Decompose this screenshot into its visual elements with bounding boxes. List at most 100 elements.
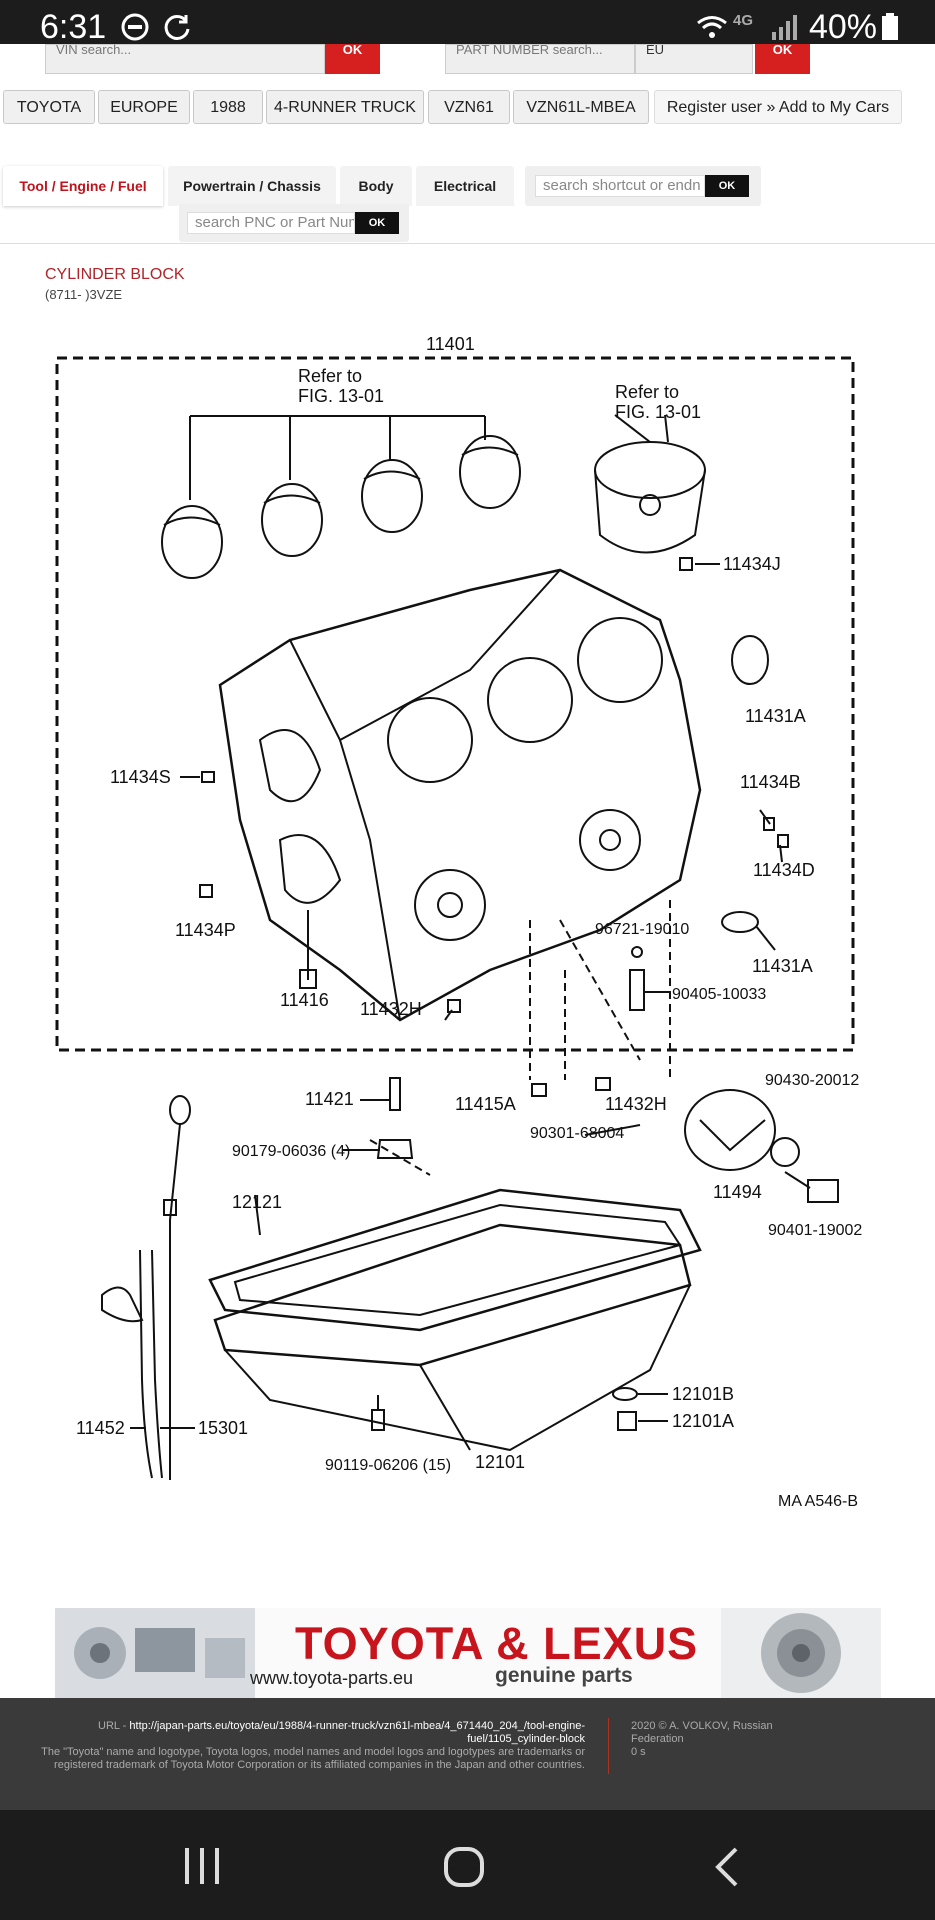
bearing-shell-4 (459, 435, 521, 509)
recent-apps-icon[interactable] (182, 1848, 222, 1884)
part-label-90430[interactable]: 90430-20012 (765, 1072, 859, 1089)
category-tabs: Tool / Engine / Fuel Powertrain / Chassi… (0, 160, 935, 244)
breadcrumb-year[interactable]: 1988 (193, 90, 263, 124)
breadcrumb-model[interactable]: 4-RUNNER TRUCK (266, 90, 424, 124)
page-title: CYLINDER BLOCK (45, 266, 185, 283)
piston (594, 414, 706, 554)
vin-search-input[interactable]: VIN search... (45, 44, 325, 74)
part-label-11434s[interactable]: 11434S (110, 767, 171, 787)
part-label-12121[interactable]: 12121 (232, 1192, 282, 1212)
plug-11431a-upper (731, 635, 769, 685)
refer-label-left: Refer to (298, 366, 362, 386)
banner-url: www.toyota-parts.eu (250, 1668, 414, 1688)
pnc-search-box: search PNC or Part Num OK (179, 204, 409, 242)
footer-left: URL - http://japan-parts.eu/toyota/eu/19… (30, 1720, 585, 1772)
part-label-12101[interactable]: 12101 (475, 1452, 525, 1472)
part-number-search-input[interactable]: PART NUMBER search... (445, 44, 635, 74)
part-label-11432h-upper[interactable]: 11432H (360, 999, 422, 1019)
part-label-96721[interactable]: 96721-19010 (595, 921, 689, 938)
shortcut-search-ok-button[interactable]: OK (705, 175, 749, 197)
plug-11434s (201, 771, 215, 783)
footer-url-prefix: URL - (98, 1720, 130, 1732)
tab-body[interactable]: Body (340, 166, 412, 206)
stud-11421 (389, 1077, 401, 1111)
banner-tagline: genuine parts (495, 1664, 633, 1687)
plug-11434p (199, 884, 213, 898)
breadcrumb: TOYOTA EUROPE 1988 4-RUNNER TRUCK VZN61 … (0, 88, 935, 128)
navigation-bar (0, 1810, 935, 1920)
footer: URL - http://japan-parts.eu/toyota/eu/19… (0, 1698, 935, 1810)
bolt-90119 (371, 1395, 385, 1431)
back-icon[interactable] (712, 1846, 740, 1888)
part-label-11421[interactable]: 11421 (305, 1089, 354, 1109)
bearing-shell-2 (261, 483, 323, 557)
shortcut-search-input[interactable]: search shortcut or endn (535, 175, 705, 197)
pnc-search-input[interactable]: search PNC or Part Num (187, 212, 355, 234)
network-type: 4G (733, 12, 754, 29)
tab-powertrain-chassis[interactable]: Powertrain / Chassis (168, 166, 336, 206)
breadcrumb-make[interactable]: TOYOTA (3, 90, 95, 124)
part-label-12101b[interactable]: 12101B (672, 1384, 734, 1404)
shortcut-search-box: search shortcut or endn OK (525, 166, 761, 206)
part-label-90405[interactable]: 90405-10033 (672, 986, 766, 1003)
fan-clutch-image (721, 1608, 881, 1698)
home-icon[interactable] (443, 1846, 485, 1888)
breadcrumb-variant[interactable]: VZN61L-MBEA (513, 90, 649, 124)
part-number-ok-button[interactable]: OK (755, 44, 810, 74)
part-label-90119[interactable]: 90119-06206 (15) (325, 1457, 451, 1474)
footer-copyright: 2020 © A. VOLKOV, Russian Federation (631, 1720, 773, 1745)
part-label-11416[interactable]: 11416 (280, 990, 329, 1010)
refer-fig-right[interactable]: FIG. 13-01 (615, 402, 701, 422)
bearing-shell-1 (161, 505, 223, 579)
part-label-11434d[interactable]: 11434D (753, 860, 815, 880)
signal-icon (772, 15, 797, 40)
footer-url-link[interactable]: http://japan-parts.eu/toyota/eu/1988/4-r… (129, 1720, 585, 1745)
battery-percent: 40% (808, 8, 877, 46)
part-label-90401[interactable]: 90401-19002 (768, 1222, 862, 1239)
part-label-12101a[interactable]: 12101A (672, 1411, 734, 1431)
tab-electrical[interactable]: Electrical (416, 166, 514, 206)
part-label-11432h-lower[interactable]: 11432H (605, 1094, 667, 1114)
footer-separator (608, 1718, 609, 1774)
part-label-11431a-upper[interactable]: 11431A (745, 706, 806, 726)
plug-11434b (763, 817, 775, 831)
toyota-lexus-banner[interactable]: TOYOTA & LEXUS www.toyota-parts.eu genui… (55, 1608, 881, 1698)
register-add-car-link[interactable]: Register user » Add to My Cars (654, 90, 902, 124)
banner-title: TOYOTA & LEXUS (295, 1618, 699, 1669)
part-label-11434j[interactable]: 11434J (723, 554, 781, 574)
region-select[interactable]: EU (635, 44, 753, 74)
refer-label-right: Refer to (615, 382, 679, 402)
part-label-90301[interactable]: 90301-68004 (530, 1125, 624, 1142)
part-label-90179[interactable]: 90179-06036 (4) (232, 1143, 350, 1160)
plug-11432h-upper (447, 999, 461, 1013)
dipstick-guide-11452 (101, 1249, 163, 1479)
assembly-boundary (55, 356, 855, 1052)
plug-11415a (531, 1083, 547, 1097)
part-label-11452[interactable]: 11452 (76, 1418, 125, 1438)
clock: 6:31 (40, 8, 107, 46)
part-label-11431a-lower[interactable]: 11431A (752, 956, 813, 976)
part-label-11415a[interactable]: 11415A (455, 1094, 516, 1114)
tabs-divider (0, 243, 935, 244)
tab-tool-engine-fuel[interactable]: Tool / Engine / Fuel (3, 166, 163, 206)
wifi-icon (697, 16, 727, 38)
plug-12101a (617, 1411, 637, 1431)
battery-icon (882, 13, 898, 40)
footer-trademark: The "Toyota" name and logotype, Toyota l… (41, 1746, 585, 1771)
part-label-11434b[interactable]: 11434B (740, 772, 801, 792)
footer-timing: 0 s (631, 1746, 646, 1758)
part-label-11434p[interactable]: 11434P (175, 920, 236, 940)
breadcrumb-frame[interactable]: VZN61 (428, 90, 510, 124)
part-label-11494[interactable]: 11494 (713, 1182, 762, 1202)
dipstick-15301 (163, 1095, 191, 1480)
oil-pan-12101 (213, 1223, 692, 1452)
refer-fig-left[interactable]: FIG. 13-01 (298, 386, 384, 406)
washer-12101b (612, 1387, 638, 1401)
part-label-15301[interactable]: 15301 (198, 1418, 248, 1438)
vin-search-ok-button[interactable]: OK (325, 44, 380, 74)
breadcrumb-region[interactable]: EUROPE (98, 90, 190, 124)
pnc-search-ok-button[interactable]: OK (355, 212, 399, 234)
part-label-11401[interactable]: 11401 (426, 334, 475, 354)
plug-11434j (679, 557, 693, 571)
engine-parts-image (55, 1608, 255, 1698)
